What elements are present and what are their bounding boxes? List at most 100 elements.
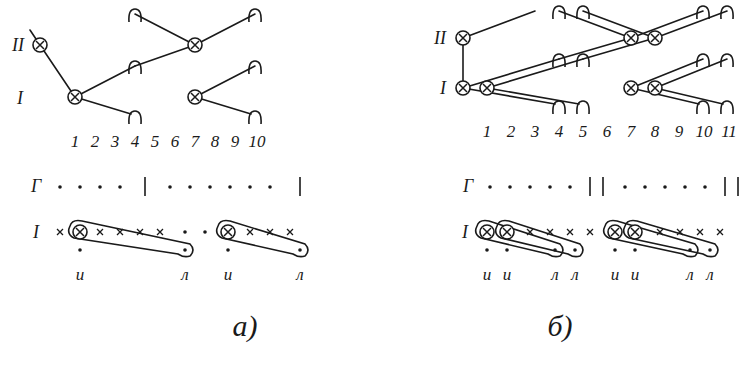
column-number: 2 bbox=[507, 123, 516, 140]
loop-mark bbox=[129, 61, 141, 74]
row-label: I bbox=[33, 223, 39, 241]
row-label: I bbox=[17, 89, 23, 107]
dot-row bbox=[58, 185, 272, 189]
lasso-loop bbox=[69, 221, 193, 257]
column-number: 8 bbox=[651, 123, 660, 140]
circled-cross bbox=[68, 90, 82, 104]
circled-crosses bbox=[73, 225, 235, 239]
thread-line bbox=[195, 97, 251, 114]
column-number: 11 bbox=[721, 123, 737, 140]
dot-row bbox=[451, 107, 739, 113]
column-number: 3 bbox=[111, 133, 120, 150]
bar-mark bbox=[144, 177, 146, 196]
column-number: 6 bbox=[171, 133, 180, 150]
dot-row bbox=[25, 117, 265, 123]
circled-cross bbox=[33, 38, 47, 52]
thread-line bbox=[463, 88, 555, 104]
stitch-letter: и bbox=[611, 266, 620, 283]
loop-mark bbox=[249, 111, 261, 124]
column-number: 1 bbox=[483, 123, 492, 140]
stitch-letter: л bbox=[571, 266, 578, 283]
cross-row bbox=[85, 42, 265, 48]
stitch-letter: и bbox=[224, 266, 233, 283]
cross-row bbox=[499, 85, 739, 91]
stitch-letter: и bbox=[76, 266, 85, 283]
thread-line bbox=[487, 59, 583, 88]
column-number: 4 bbox=[131, 133, 140, 150]
loop-marks bbox=[129, 9, 261, 124]
column-number: 9 bbox=[675, 123, 684, 140]
dot-grid bbox=[25, 15, 265, 123]
thread-line bbox=[463, 59, 559, 88]
loop-marks bbox=[553, 6, 733, 114]
thread-line bbox=[583, 11, 655, 38]
stitch-letter: и bbox=[483, 266, 492, 283]
thread-lines bbox=[463, 11, 727, 104]
cross-row bbox=[85, 94, 265, 100]
bar-marks bbox=[590, 177, 738, 196]
column-number: 9 bbox=[231, 133, 240, 150]
dot-row bbox=[488, 185, 707, 189]
thread-line bbox=[583, 38, 655, 59]
circled-crosses bbox=[480, 225, 642, 239]
circled-cross bbox=[188, 90, 202, 104]
row-label: II bbox=[12, 36, 24, 54]
circled-crosses bbox=[456, 31, 662, 95]
row-label: Г bbox=[31, 177, 41, 195]
cross-row bbox=[475, 35, 739, 41]
thread-line bbox=[75, 97, 131, 114]
dot-row bbox=[85, 15, 265, 21]
column-number: 7 bbox=[191, 133, 200, 150]
loop-mark bbox=[249, 61, 261, 74]
stitch-letter: л bbox=[181, 266, 188, 283]
thread-line bbox=[195, 66, 255, 97]
stitch-letter: л bbox=[551, 266, 558, 283]
lasso-loop bbox=[217, 221, 308, 257]
circled-cross bbox=[221, 225, 235, 239]
column-number: 10 bbox=[249, 133, 266, 150]
thread-line bbox=[135, 45, 195, 66]
loop-mark bbox=[129, 111, 141, 124]
column-number: 1 bbox=[71, 133, 80, 150]
thread-line bbox=[487, 88, 579, 104]
stitch-letter: и bbox=[631, 266, 640, 283]
thread-line bbox=[195, 14, 255, 45]
thread-line bbox=[75, 66, 135, 97]
stitch-letter: л bbox=[686, 266, 693, 283]
thread-line bbox=[463, 11, 535, 38]
column-number: 3 bbox=[531, 123, 540, 140]
column-number: 8 bbox=[211, 133, 220, 150]
circled-crosses bbox=[33, 38, 202, 104]
stitch-letter: и bbox=[503, 266, 512, 283]
row-label: Г bbox=[463, 177, 473, 195]
dot-row bbox=[25, 67, 265, 73]
row-label: I bbox=[440, 79, 446, 97]
panel-caption: б) bbox=[547, 311, 572, 341]
thread-line bbox=[655, 59, 727, 88]
stitch-letter: л bbox=[706, 266, 713, 283]
thread-line bbox=[655, 88, 723, 104]
column-number: 2 bbox=[91, 133, 100, 150]
column-number: 4 bbox=[555, 123, 564, 140]
circled-cross bbox=[188, 38, 202, 52]
loop-mark bbox=[129, 9, 141, 22]
bar-marks bbox=[145, 177, 300, 196]
dot-row bbox=[451, 60, 739, 66]
row-label: I bbox=[462, 223, 468, 241]
thread-lines bbox=[30, 14, 255, 114]
stitch-letter: л bbox=[296, 266, 303, 283]
thread-line bbox=[135, 14, 195, 45]
loop-mark bbox=[249, 9, 261, 22]
column-number: 7 bbox=[627, 123, 636, 140]
lasso-loops bbox=[476, 221, 718, 257]
thread-line bbox=[40, 45, 75, 97]
lasso-loops bbox=[69, 221, 308, 257]
bar-mark bbox=[299, 177, 301, 196]
thread-line bbox=[655, 11, 727, 38]
column-number: 5 bbox=[579, 123, 588, 140]
dot-grid bbox=[451, 12, 739, 113]
panel-caption: а) bbox=[233, 311, 258, 341]
column-number: 6 bbox=[603, 123, 612, 140]
